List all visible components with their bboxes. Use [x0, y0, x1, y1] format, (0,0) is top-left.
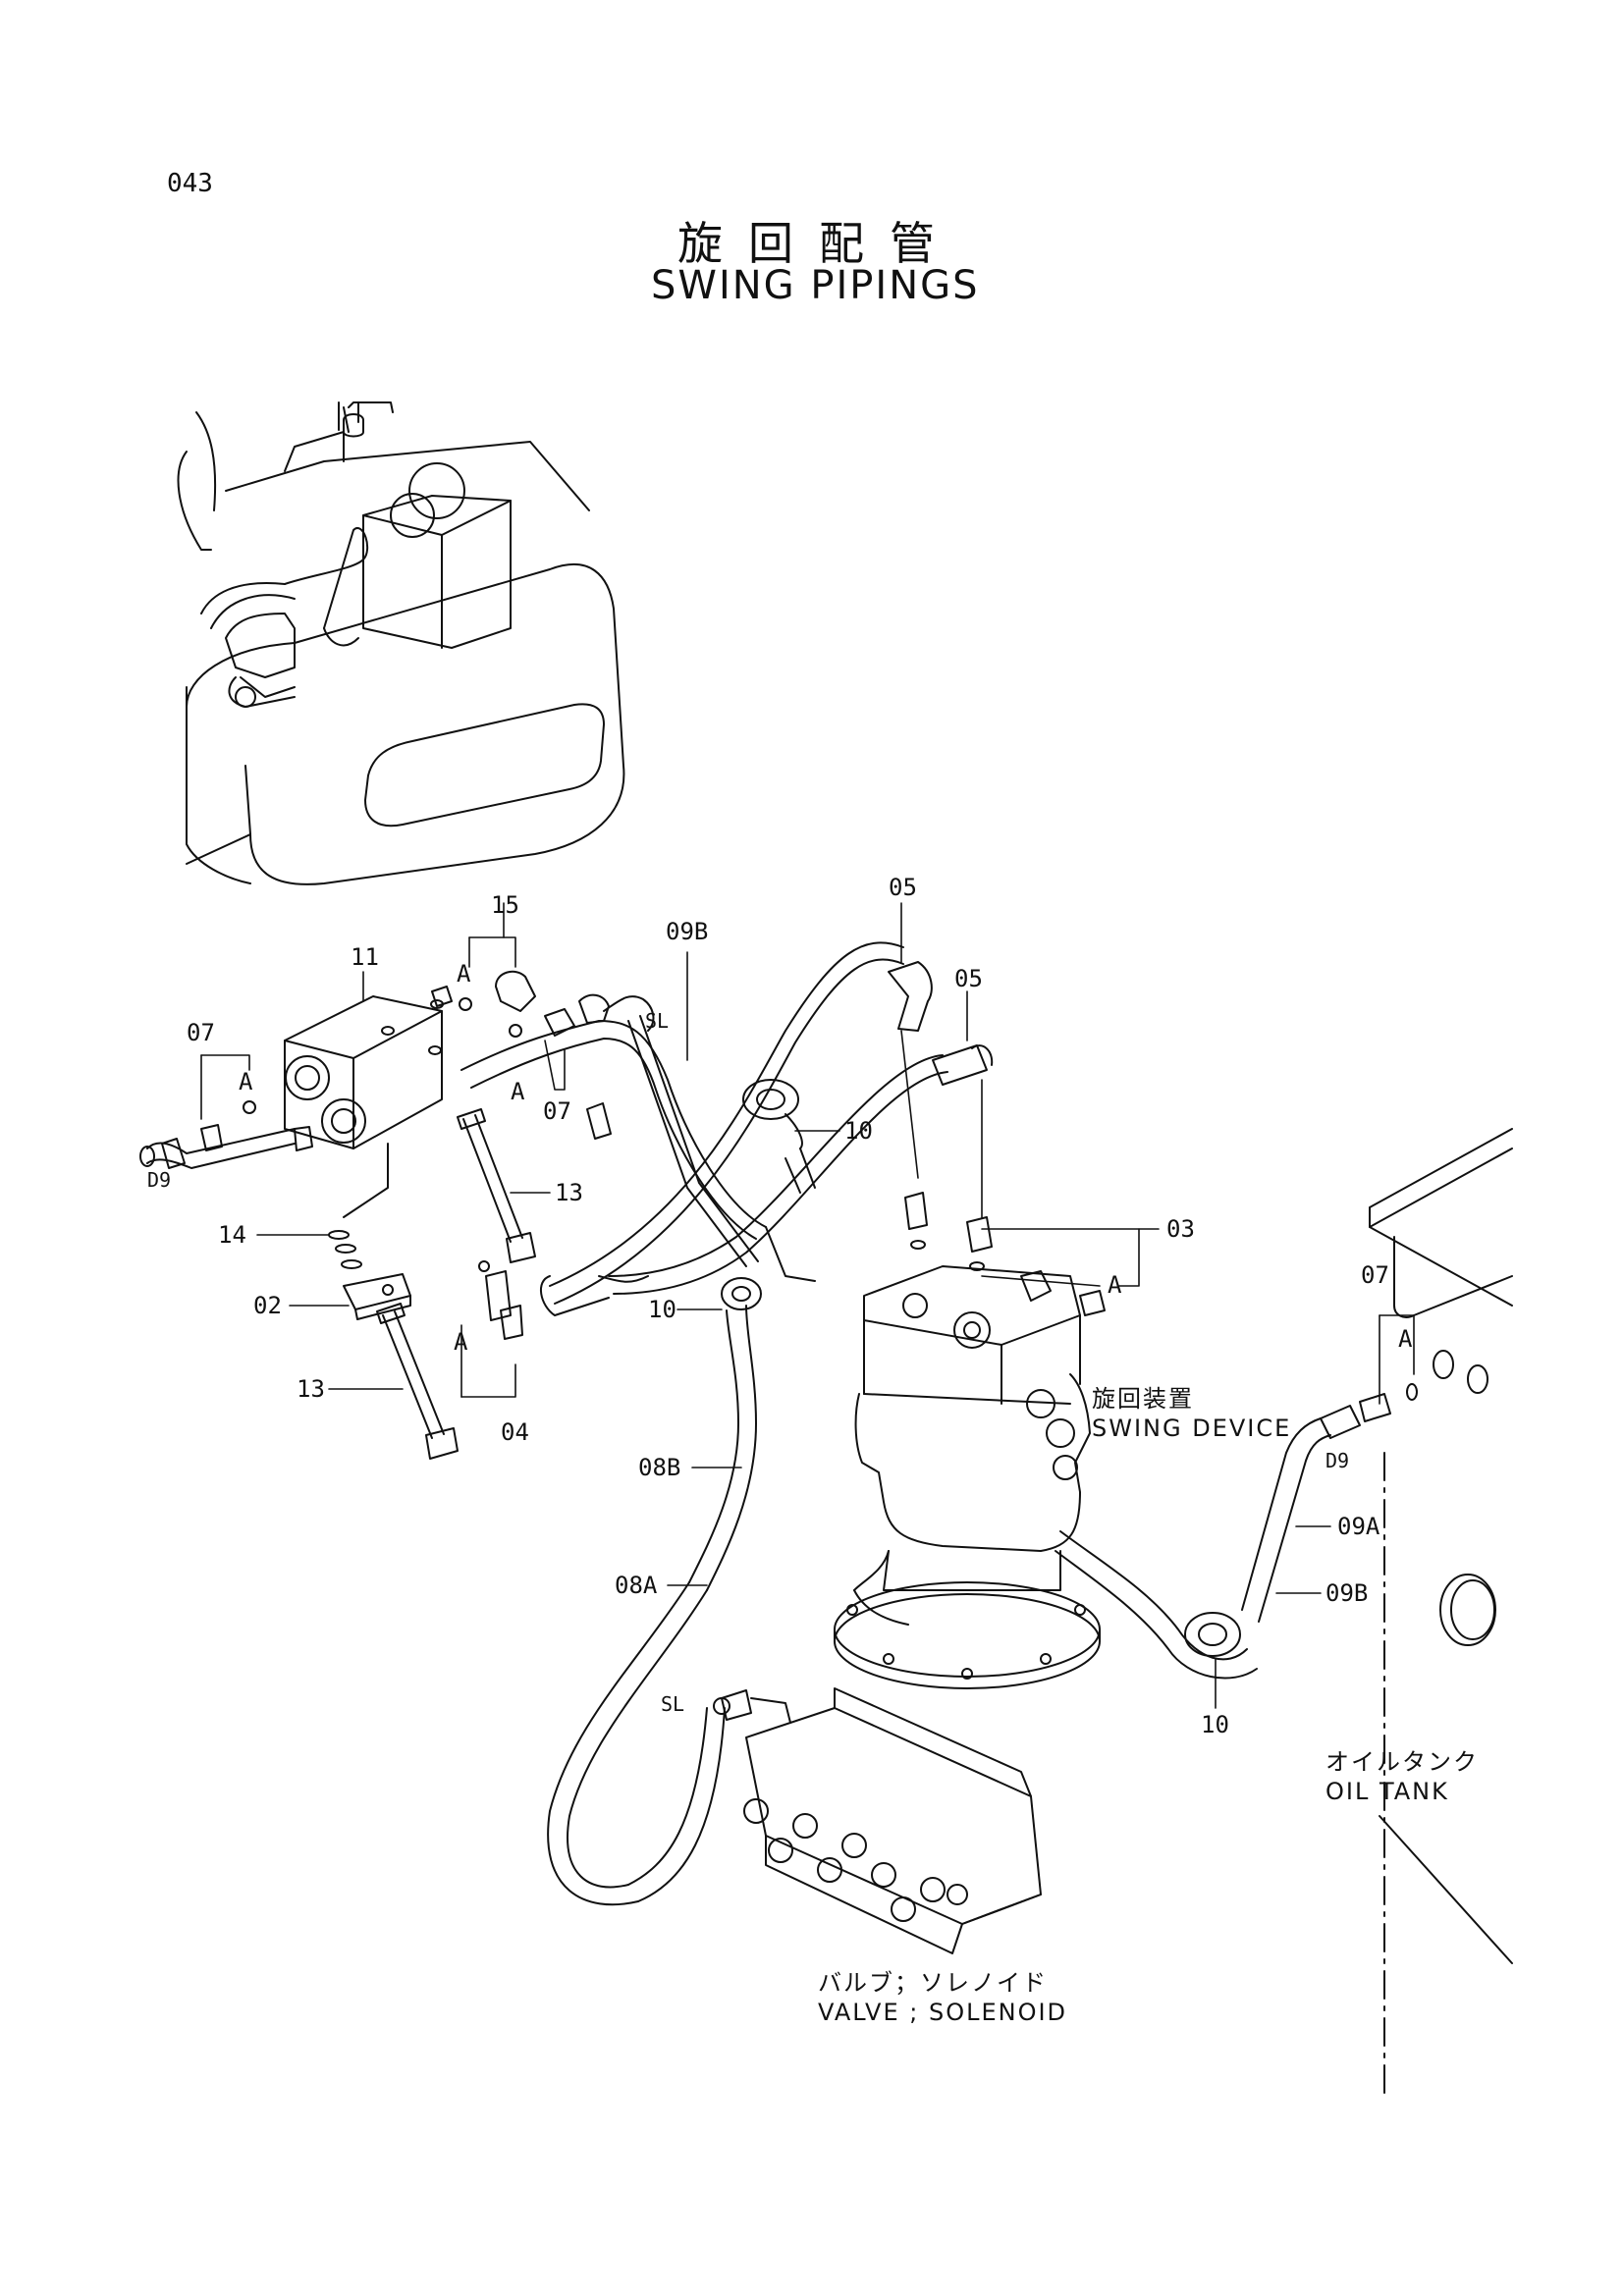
title-japanese: 旋回配管: [677, 217, 960, 270]
title-english: SWING PIPINGS: [651, 263, 980, 308]
callout-d9-left: D9: [147, 1168, 172, 1192]
callout-15: 15: [491, 891, 519, 919]
callout-13-lower: 13: [297, 1375, 325, 1403]
caption-solenoid-valve-en: VALVE ; SOLENOID: [818, 1999, 1068, 2026]
callout-a-left: A: [239, 1068, 253, 1095]
callout-07-left: 07: [187, 1019, 215, 1046]
orings-and-plate: [329, 1144, 410, 1319]
callout-09b-top: 09B: [666, 918, 709, 945]
manifold-block: [285, 987, 452, 1148]
caption-oil-tank-en: OIL TANK: [1325, 1778, 1449, 1805]
caption-swing-device-en: SWING DEVICE: [1092, 1415, 1292, 1442]
callout-04: 04: [501, 1418, 529, 1446]
machine-overview-illustration: [179, 402, 624, 884]
callout-07-right: 07: [1361, 1261, 1389, 1289]
fitting-04: [479, 1261, 522, 1339]
oil-tank-illustration: [1370, 1129, 1512, 2101]
callout-05-upper: 05: [889, 874, 917, 901]
callout-a-centre: A: [511, 1078, 525, 1105]
caption-oil-tank: オイルタンク OIL TANK: [1325, 1747, 1479, 1806]
bolts: [377, 1109, 535, 1459]
callout-09a: 09A: [1337, 1513, 1380, 1540]
callout-14: 14: [218, 1221, 246, 1249]
callout-a-top: A: [457, 960, 471, 988]
hose-to-oil-tank: [1055, 1384, 1417, 1679]
caption-oil-tank-jp: オイルタンク: [1325, 1748, 1479, 1776]
leader-lines: [201, 903, 1414, 1708]
callout-08b: 08B: [638, 1454, 681, 1481]
callout-10-middle: 10: [648, 1296, 676, 1323]
hose-crossing: [541, 942, 947, 1315]
hose-08: [548, 1278, 761, 1904]
left-hose-and-fittings: [140, 1101, 312, 1168]
solenoid-valve-illustration: [714, 1688, 1041, 1953]
callout-05-lower: 05: [954, 965, 983, 992]
callout-sl-upper: SL: [645, 1009, 670, 1033]
callout-a-right: A: [1398, 1325, 1413, 1353]
callout-10-upper: 10: [844, 1117, 873, 1145]
callout-09b-right: 09B: [1325, 1579, 1369, 1607]
callout-02: 02: [253, 1292, 282, 1319]
swing-device-illustration: [835, 1193, 1105, 1688]
callout-10-lower: 10: [1201, 1711, 1229, 1738]
callout-sl-lower: SL: [661, 1692, 685, 1716]
page-code: 043: [167, 169, 213, 198]
caption-swing-device-jp: 旋回装置: [1092, 1385, 1194, 1413]
caption-swing-device: 旋回装置 SWING DEVICE: [1092, 1384, 1291, 1443]
callout-d9-right: D9: [1325, 1449, 1350, 1472]
callout-07-centre: 07: [543, 1097, 571, 1125]
clamp-10-upper: [743, 1080, 815, 1193]
caption-solenoid-valve-jp: バルブ；ソレノイド: [818, 1969, 1048, 1997]
fittings-15-07: [460, 972, 611, 1139]
elbows-05: [889, 962, 992, 1085]
callout-a-swing: A: [1108, 1271, 1122, 1299]
caption-solenoid-valve: バルブ；ソレノイド VALVE ; SOLENOID: [818, 1968, 1067, 2027]
callout-08a: 08A: [615, 1572, 658, 1599]
callout-13-upper: 13: [555, 1179, 583, 1206]
callout-11: 11: [351, 943, 379, 971]
callout-03: 03: [1166, 1215, 1195, 1243]
callout-a-lower: A: [454, 1328, 468, 1356]
